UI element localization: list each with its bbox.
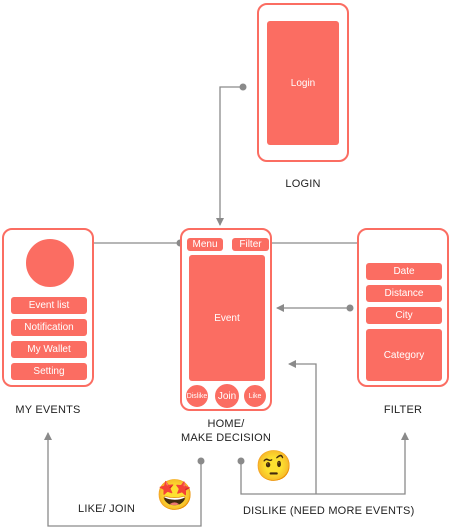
like-button[interactable]: Like xyxy=(243,384,267,408)
my-events-item-my-wallet[interactable]: My Wallet xyxy=(11,341,87,358)
avatar xyxy=(25,238,75,288)
home-caption-line1: HOME/ xyxy=(207,418,245,430)
filter-caption: FILTER xyxy=(383,404,423,416)
filter-item-city[interactable]: City xyxy=(366,307,442,324)
filter-screen-to-home-connector xyxy=(276,304,354,312)
filter-item-date[interactable]: Date xyxy=(366,263,442,280)
dislike-label: DISLIKE (NEED MORE EVENTS) xyxy=(243,505,415,517)
dislike-button[interactable]: Dislike xyxy=(185,384,209,408)
home-screen: Menu Filter Event Dislike Join Like xyxy=(180,228,272,411)
filter-item-distance[interactable]: Distance xyxy=(366,285,442,302)
home-caption-line2: MAKE DECISION xyxy=(180,432,271,444)
join-button[interactable]: Join xyxy=(214,383,240,409)
filter-to-filter-screen-connector xyxy=(264,239,369,247)
my-events-screen: Event list Notification My Wallet Settin… xyxy=(2,228,94,387)
login-screen: Login xyxy=(257,3,349,162)
login-to-home-connector xyxy=(216,83,247,226)
menu-button[interactable]: Menu xyxy=(187,238,223,251)
my-events-item-setting[interactable]: Setting xyxy=(11,363,87,380)
filter-screen: Date Distance City Category xyxy=(357,228,449,387)
filter-item-category[interactable]: Category xyxy=(366,329,442,381)
event-card[interactable]: Event xyxy=(189,255,265,381)
login-button[interactable]: Login xyxy=(267,21,339,145)
my-events-item-notification[interactable]: Notification xyxy=(11,319,87,336)
my-events-item-event-list[interactable]: Event list xyxy=(11,297,87,314)
dislike-connector xyxy=(237,360,409,495)
my-events-caption: MY EVENTS xyxy=(15,404,81,416)
star-struck-emoji-icon: 🤩 xyxy=(156,479,194,512)
like-join-connector xyxy=(44,432,205,527)
raised-eyebrow-emoji-icon: 🤨 xyxy=(255,450,293,483)
like-join-label: LIKE/ JOIN xyxy=(78,503,136,515)
filter-button[interactable]: Filter xyxy=(232,238,269,251)
login-caption: LOGIN xyxy=(285,178,321,190)
